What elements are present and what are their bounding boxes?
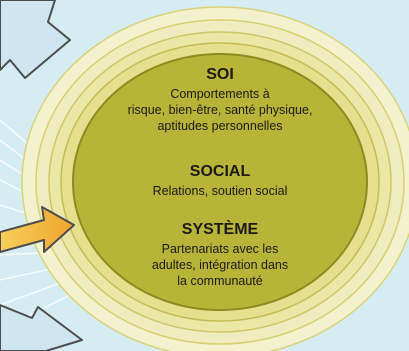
description-line: Relations, soutien social [152,184,288,198]
layer-heading-soi: SOI [206,66,234,83]
arrow-bottom-left-icon [0,304,83,351]
description-line: la communauté [177,274,263,288]
layer-description-social: Relations, soutien social [95,183,345,199]
description-line: Partenariats avec les [161,242,279,256]
layer-heading-systeme: SYSTÈME [181,221,259,238]
description-line: adultes, intégration dans [151,258,289,272]
layer-description-soi: Comportements à risque, bien-être, santé… [95,86,345,134]
ellipse-core [72,53,368,311]
description-line: risque, bien-être, santé physique, [127,103,313,117]
layer-heading-social: SOCIAL [189,163,251,180]
arrow-left-orange-icon [0,206,75,253]
arrow-top-left-icon [0,0,71,79]
layer-description-systeme: Partenariats avec les adultes, intégrati… [95,241,345,289]
description-line: aptitudes personnelles [157,119,283,133]
description-line: Comportements à [170,87,270,101]
